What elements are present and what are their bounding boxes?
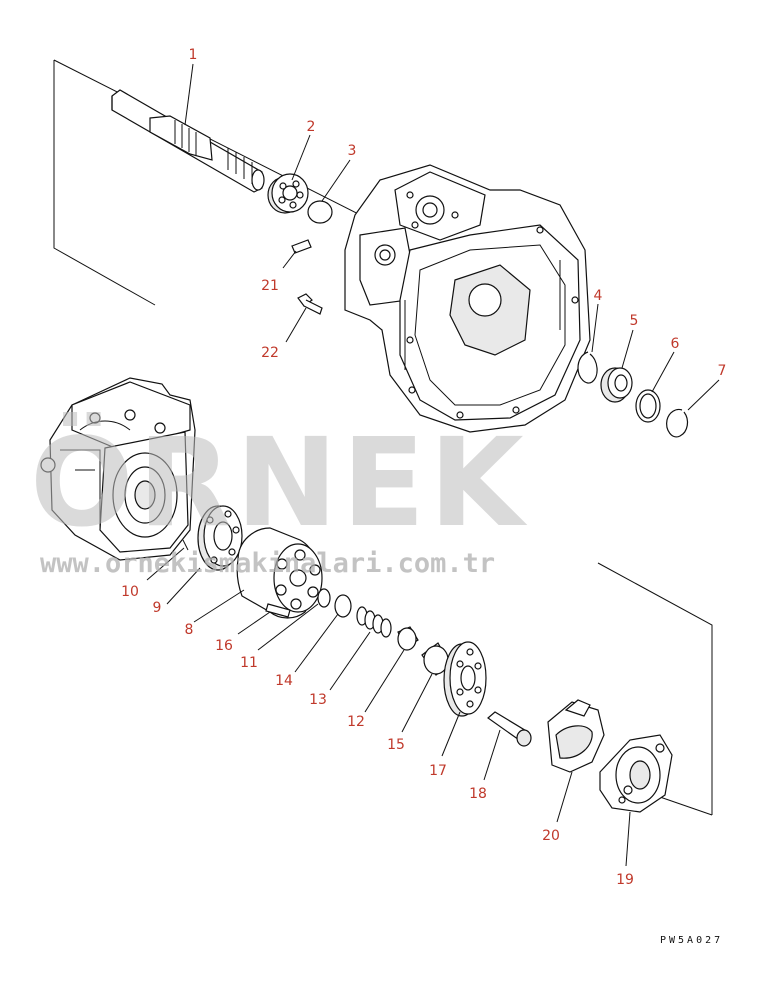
callout-9: 9	[153, 600, 162, 616]
watermark-url: www.ornekismakinalari.com.tr	[40, 548, 495, 579]
callout-13: 13	[309, 692, 327, 708]
callout-14: 14	[275, 673, 293, 689]
callout-1: 1	[189, 47, 198, 63]
spherical-bushing-part	[397, 626, 419, 651]
swash-plate-part	[547, 699, 605, 773]
oil-seal-part	[600, 367, 633, 403]
callout-17: 17	[429, 763, 447, 779]
watermark-brand: ÖRNEK	[30, 412, 528, 554]
valve-plate-part	[197, 505, 243, 571]
callout-2: 2	[307, 119, 316, 135]
callout-3: 3	[348, 143, 357, 159]
pin-part	[291, 239, 312, 254]
leader-lines	[146, 63, 720, 867]
callout-20: 20	[542, 828, 560, 844]
callout-21: 21	[261, 278, 279, 294]
bearing-part	[267, 173, 309, 214]
callout-18: 18	[469, 786, 487, 802]
callout-6: 6	[671, 336, 680, 352]
snap-ring-outer-part	[666, 408, 689, 438]
drawing-code: PW5A027	[660, 935, 723, 946]
callout-15: 15	[387, 737, 405, 753]
retaining-ring-part	[577, 351, 598, 384]
piston-part	[487, 711, 532, 747]
cradle-part	[599, 734, 673, 813]
callout-7: 7	[718, 363, 727, 379]
callout-11: 11	[240, 655, 258, 671]
callout-19: 19	[616, 872, 634, 888]
callout-16: 16	[215, 638, 233, 654]
spring-part	[356, 606, 392, 638]
group-bracket-lines	[53, 59, 713, 816]
bolt-part	[297, 293, 323, 315]
callout-4: 4	[594, 288, 603, 304]
callout-labels: 1 2 3 4 5 6 7 8 9 10 11 12 13 14 15 16 1…	[121, 47, 726, 888]
spacer-ring-part	[635, 389, 661, 423]
cylinder-block-part	[236, 527, 323, 619]
snap-ring-part	[307, 200, 333, 224]
callout-12: 12	[347, 714, 365, 730]
pump-housing-upper	[344, 164, 591, 433]
callout-8: 8	[185, 622, 194, 638]
retainer-plate-part	[443, 641, 487, 717]
callout-5: 5	[630, 313, 639, 329]
callout-10: 10	[121, 584, 139, 600]
pump-assembly	[40, 377, 196, 561]
small-pin-part	[182, 539, 189, 551]
callout-22: 22	[261, 345, 279, 361]
cylinder-pin-part	[265, 603, 291, 618]
internal-snap-ring-part	[317, 588, 331, 608]
shaft-part	[111, 89, 265, 193]
washer-part	[334, 594, 352, 618]
